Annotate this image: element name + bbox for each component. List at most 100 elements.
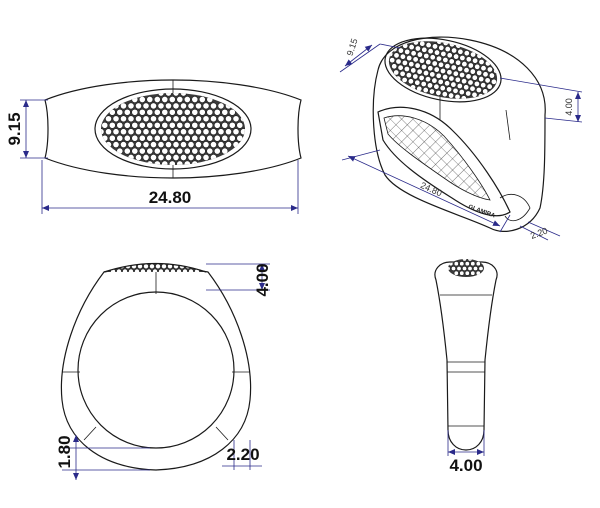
- pave-stone: [135, 115, 142, 123]
- top-view-height-label: 9.15: [5, 112, 24, 145]
- pave-stone: [101, 128, 105, 136]
- pave-stone: [150, 115, 157, 123]
- pave-stone: [153, 160, 161, 165]
- pave-stone: [442, 74, 449, 81]
- pave-stone: [197, 263, 203, 270]
- pave-stone: [453, 53, 460, 60]
- front-view-side-thickness-label: 2.20: [226, 445, 259, 464]
- pave-stone: [127, 115, 135, 123]
- pave-stone: [198, 147, 206, 155]
- pave-stone: [122, 268, 128, 272]
- pave-stone: [401, 77, 408, 83]
- pave-stone: [157, 93, 165, 97]
- pave-stone: [429, 54, 436, 61]
- iso-view-depth-label: 4.00: [564, 98, 574, 116]
- pave-stone: [161, 263, 167, 270]
- pave-stone: [198, 121, 206, 129]
- pave-stone: [164, 263, 170, 264]
- pave-stone: [180, 102, 187, 110]
- pave-stone: [112, 115, 120, 123]
- pave-stone: [399, 53, 406, 60]
- pave-stone: [451, 266, 456, 271]
- pave-stone: [157, 154, 165, 161]
- pave-stone: [161, 121, 169, 129]
- pave-stone: [221, 134, 229, 142]
- pave-stone: [202, 102, 210, 110]
- pave-stone: [474, 63, 481, 70]
- pave-stone: [419, 40, 426, 47]
- pave-stone: [146, 268, 152, 272]
- pave-stone: [405, 72, 412, 79]
- pave-stone: [425, 42, 432, 49]
- pave-stone: [180, 141, 187, 148]
- pave-stone: [463, 50, 470, 57]
- pave-stone: [142, 154, 150, 161]
- pave-stone: [476, 69, 483, 76]
- pave-stone: [467, 62, 474, 69]
- pave-stone: [456, 83, 463, 89]
- pave-stone: [213, 147, 221, 155]
- pave-stone: [155, 263, 161, 270]
- pave-stone: [473, 266, 478, 271]
- pave-stone: [165, 154, 172, 161]
- pave-stone: [161, 96, 169, 103]
- pave-stone: [172, 102, 180, 110]
- pave-stone: [450, 64, 457, 71]
- pave-stone: [161, 134, 169, 142]
- pave-stone: [416, 85, 423, 92]
- pave-stone: [134, 263, 140, 264]
- pave-stone: [217, 115, 225, 123]
- pave-stone: [397, 64, 404, 71]
- pave-stone: [240, 128, 245, 136]
- pave-stone: [123, 121, 131, 129]
- pave-stone: [408, 44, 415, 51]
- pave-stone: [448, 266, 451, 271]
- pave-stone: [225, 141, 232, 148]
- pave-stone: [213, 121, 221, 129]
- pave-stone: [457, 48, 464, 55]
- pave-stone: [462, 266, 467, 271]
- pave-stone: [431, 77, 438, 84]
- pave-stone: [221, 147, 229, 155]
- pave-stone: [206, 121, 214, 129]
- pave-stone: [437, 78, 444, 85]
- pave-stone: [195, 128, 202, 136]
- pave-stone: [108, 134, 116, 142]
- pave-stone: [418, 74, 425, 81]
- pave-stone: [210, 115, 217, 123]
- iso-view-height-dimension-line: [344, 44, 373, 67]
- pave-stone: [165, 141, 172, 148]
- pave-stone: [120, 141, 127, 148]
- pave-stone: [449, 41, 455, 48]
- pave-stone: [131, 147, 139, 155]
- pave-stone: [470, 51, 477, 58]
- pave-stone: [176, 108, 184, 116]
- pave-stone: [112, 102, 120, 110]
- pave-stone: [393, 52, 400, 59]
- pave-stone: [420, 81, 427, 87]
- pave-stone: [427, 48, 434, 55]
- pave-stone: [123, 108, 131, 116]
- pave-stone: [414, 45, 421, 52]
- front-view-outer-outline: [60, 266, 252, 471]
- pave-stone: [157, 141, 165, 148]
- pave-stone: [195, 154, 202, 161]
- pave-stone: [202, 141, 210, 148]
- pave-stone: [404, 48, 411, 55]
- pave-stone: [183, 108, 191, 116]
- pave-stone: [463, 67, 470, 74]
- top-view-pave-stones: [101, 93, 245, 165]
- pave-stone: [172, 115, 180, 123]
- pave-stone: [105, 128, 112, 136]
- pave-stone: [475, 87, 482, 93]
- pave-stone: [127, 128, 135, 136]
- pave-stone: [188, 268, 194, 272]
- pave-stone: [434, 49, 440, 56]
- pave-stone: [389, 57, 396, 64]
- pave-stone: [172, 141, 180, 148]
- pave-stone: [138, 147, 146, 155]
- pave-stone: [459, 72, 466, 78]
- iso-view-width-label: 24.80: [419, 180, 444, 198]
- pave-stone: [467, 259, 473, 262]
- pave-stone: [123, 147, 131, 155]
